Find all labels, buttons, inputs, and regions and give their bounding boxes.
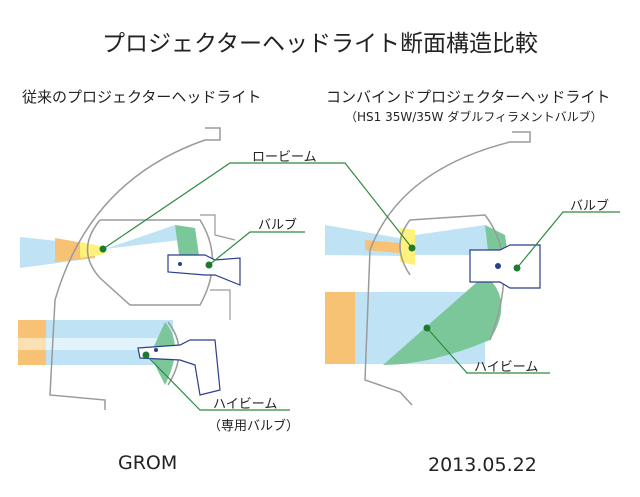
label-bulb-right: バルブ bbox=[570, 199, 610, 214]
housing-outline-right bbox=[364, 131, 531, 406]
leader-high-beam-right bbox=[426, 327, 550, 374]
low-bulb bbox=[167, 254, 241, 286]
left-headlight-diagram bbox=[18, 127, 241, 410]
date-label: 2013.05.22 bbox=[428, 454, 537, 476]
label-high-beam-right: ハイビーム bbox=[474, 360, 539, 375]
marker-dot bbox=[513, 264, 521, 272]
leader-low-beam-right bbox=[320, 162, 413, 249]
high-reflector-highlight-right bbox=[383, 275, 502, 365]
label-dedicated-bulb: （専用バルブ） bbox=[208, 419, 300, 434]
low-beam-yellow bbox=[80, 242, 105, 258]
leader-bulb-left bbox=[208, 231, 305, 266]
leader-high-beam-left bbox=[145, 354, 290, 411]
marker-dot bbox=[205, 261, 213, 269]
page-title: プロジェクターヘッドライト断面構造比較 bbox=[101, 31, 539, 57]
leader-bulb-right bbox=[516, 211, 620, 269]
label-high-beam-left: ハイビーム bbox=[213, 397, 278, 412]
high-bulb bbox=[137, 339, 221, 396]
label-low-beam: ロービーム bbox=[252, 150, 317, 165]
housing-outline bbox=[49, 127, 221, 410]
right-diagram-subheading: （HS1 35W/35W ダブルフィラメントバルブ） bbox=[345, 110, 603, 124]
marker-dot bbox=[408, 244, 416, 252]
right-diagram-heading: コンバインドプロジェクターヘッドライト bbox=[326, 88, 611, 106]
marker-dot bbox=[423, 324, 431, 332]
right-headlight-diagram bbox=[325, 131, 541, 406]
left-diagram-heading: 従来のプロジェクターヘッドライト bbox=[22, 88, 262, 106]
double-filament-bulb bbox=[469, 244, 541, 289]
brand-label: GROM bbox=[118, 452, 178, 474]
label-bulb-left: バルブ bbox=[258, 218, 298, 233]
low-reflector-highlight bbox=[175, 225, 200, 262]
marker-dot bbox=[99, 245, 107, 253]
marker-dot bbox=[142, 351, 150, 359]
leader-low-beam-left bbox=[102, 162, 320, 250]
